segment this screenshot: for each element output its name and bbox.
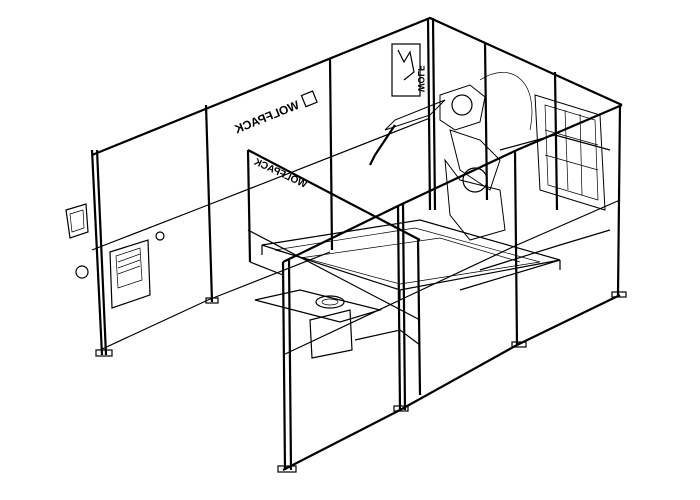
welding-robot (369, 71, 533, 241)
front-bottom-rail (282, 294, 621, 471)
gate-top-rail (247, 149, 421, 241)
back-bottom-rail (99, 251, 331, 351)
gate-mid-rail (247, 229, 421, 321)
svg-text:WOLFPACK: WOLFPACK (232, 98, 301, 137)
gate-hinge-rail (249, 261, 284, 276)
back-mid-rail (91, 117, 431, 251)
turntable-station (254, 289, 421, 359)
svg-text:WOLFPACK: WOLFPACK (251, 156, 308, 190)
front-mid-rail (282, 199, 621, 356)
estop-icon (155, 231, 165, 241)
gate-post-left (246, 149, 252, 263)
svg-text:WOLF: WOLF (416, 65, 426, 92)
back-panel-logo: WOLFPACK (232, 90, 318, 137)
gate-post-right (416, 237, 422, 396)
corner-panel-logo: WOLF (391, 43, 426, 97)
welding-fixture (459, 94, 611, 291)
beacon-icon (75, 265, 89, 279)
back-top-rail (91, 16, 623, 157)
post-feet (95, 291, 627, 473)
electrical-cabinet (109, 239, 151, 309)
gate-panel-logo: WOLFPACK (251, 156, 308, 190)
front-posts (281, 149, 519, 471)
operator-pendant (65, 203, 89, 239)
